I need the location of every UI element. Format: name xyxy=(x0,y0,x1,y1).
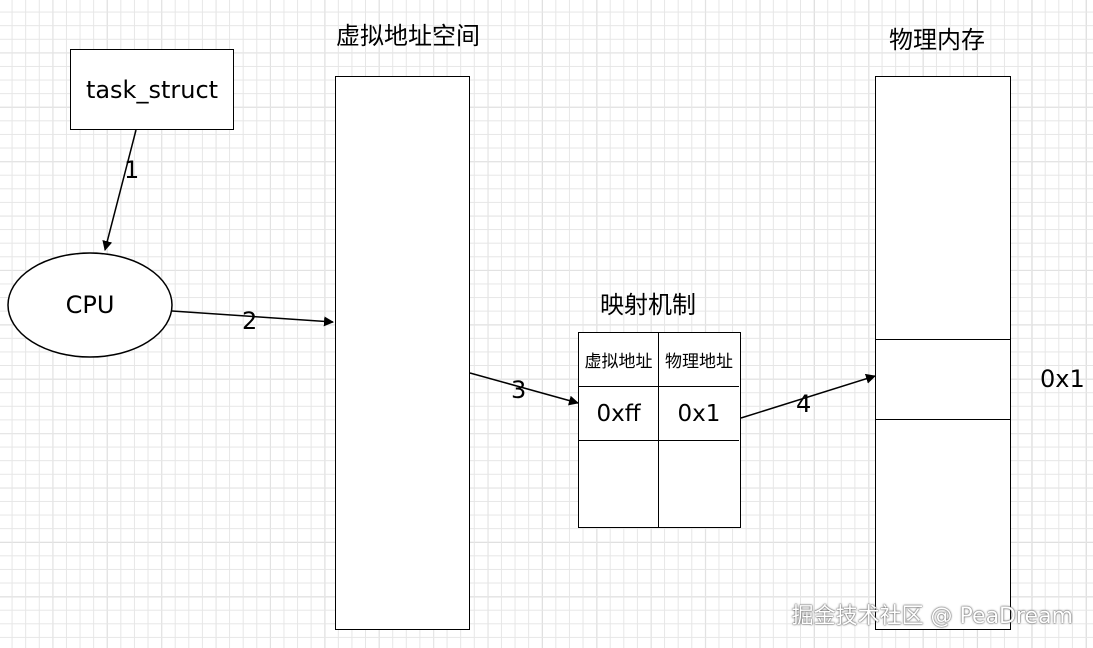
mapping-header-virtual: 虚拟地址 xyxy=(579,333,659,387)
cpu-label: CPU xyxy=(65,291,115,319)
edge-4-line xyxy=(740,373,876,419)
edge-2-line xyxy=(171,310,334,327)
virtual-address-space-block xyxy=(335,76,470,630)
physical-memory-frame xyxy=(875,339,1011,420)
mapping-cell-physical: 0x1 xyxy=(659,387,739,441)
virtual-space-title: 虚拟地址空间 xyxy=(336,22,480,50)
watermark: 掘金技术社区 @ PeaDream xyxy=(791,604,1073,629)
mapping-title: 映射机制 xyxy=(600,291,696,319)
mapping-cell-virtual: 0xff xyxy=(579,387,659,441)
edge-4-label: 4 xyxy=(796,390,812,418)
edge-2-label: 2 xyxy=(242,307,258,335)
mapping-table: 虚拟地址 物理地址 0xff 0x1 xyxy=(578,332,741,528)
edge-1-label: 1 xyxy=(124,156,140,184)
edge-3-line xyxy=(469,372,579,406)
physical-address-label: 0x1 xyxy=(1040,365,1085,393)
edge-1-line xyxy=(102,129,137,251)
task-struct-label: task_struct xyxy=(85,75,219,104)
mapping-cell-empty-physical xyxy=(659,441,739,527)
mapping-header-physical: 物理地址 xyxy=(659,333,739,387)
cpu-node-shape xyxy=(7,252,173,358)
physical-memory-title: 物理内存 xyxy=(889,26,985,54)
mapping-cell-empty-virtual xyxy=(579,441,659,527)
task-struct-node: task_struct xyxy=(70,49,234,130)
edge-3-label: 3 xyxy=(511,376,527,404)
